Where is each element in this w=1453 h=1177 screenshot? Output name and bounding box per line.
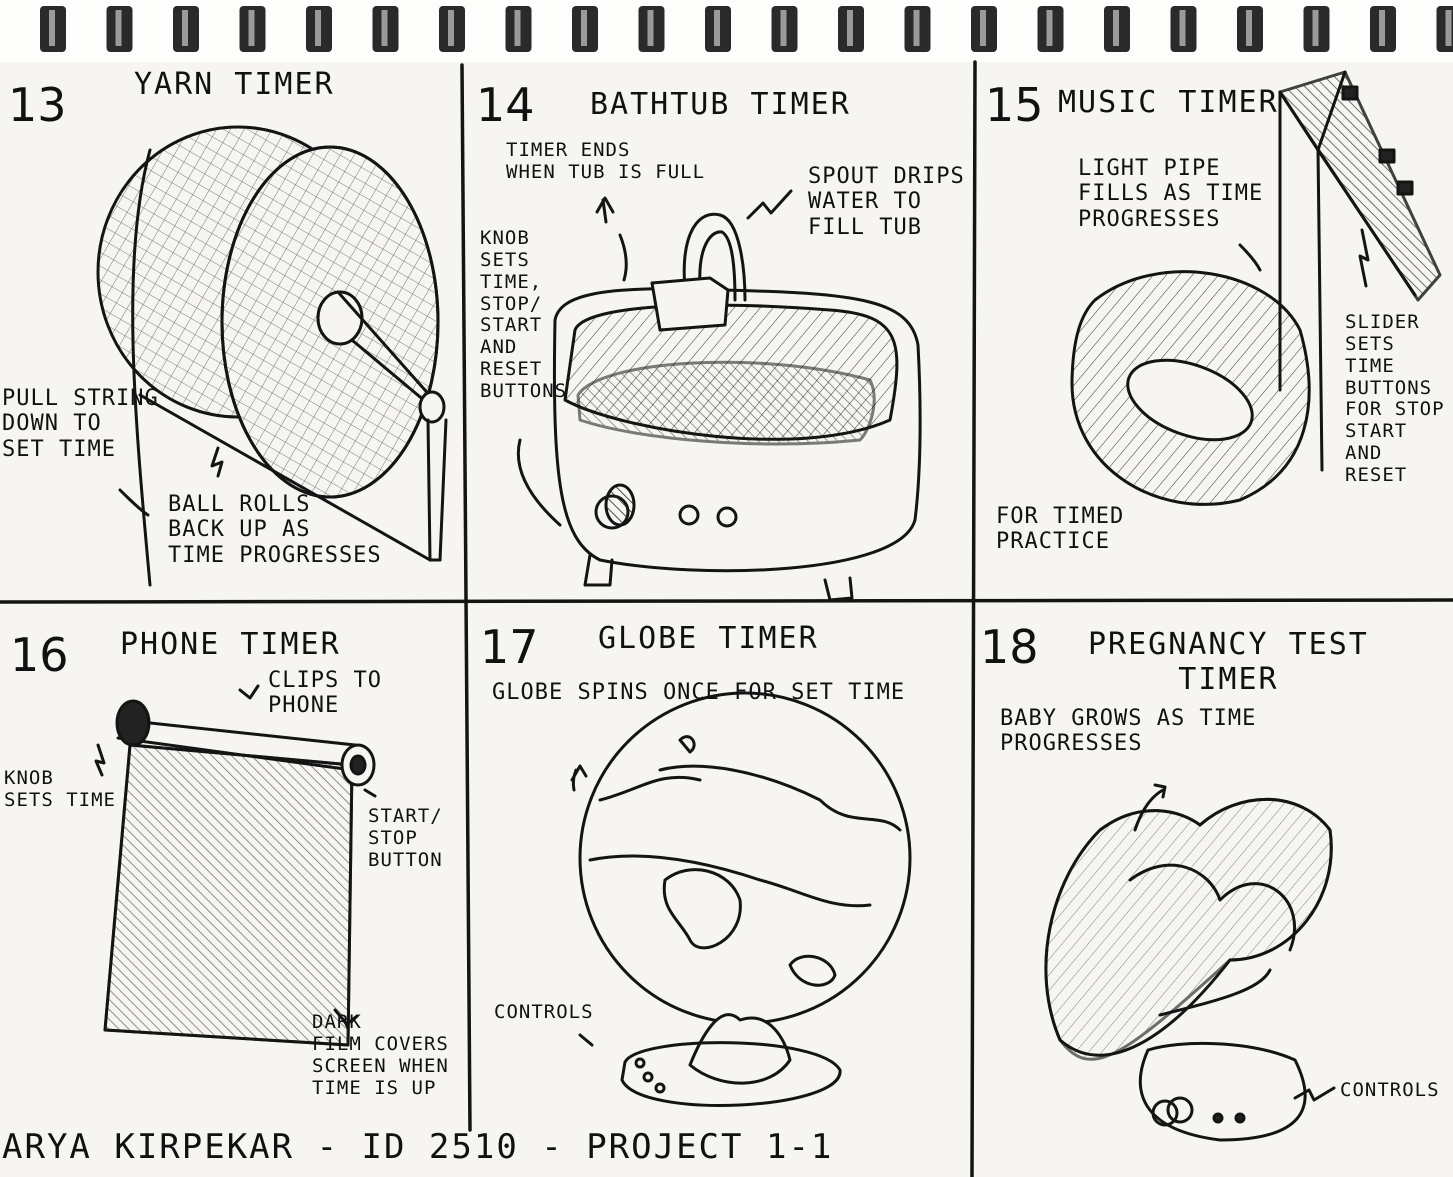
panel-18-note-controls: CONTROLS xyxy=(1340,1080,1440,1101)
panel-14-note-knob-sets: KNOB SETS TIME, STOP/ START AND RESET BU… xyxy=(480,227,568,402)
panel-15-number: 15 xyxy=(985,78,1044,132)
panel-17-number: 17 xyxy=(480,620,539,674)
bathtub-drawing xyxy=(516,189,922,602)
spiral-ring-highlight xyxy=(182,10,188,46)
panel-15-note-timed-practice: FOR TIMED PRACTICE xyxy=(996,504,1125,555)
panel-15-title: MUSIC TIMER xyxy=(1058,85,1279,120)
spiral-ring-highlight xyxy=(1379,10,1385,46)
panel-18-note-baby-grows: BABY GROWS AS TIME PROGRESSES xyxy=(1000,706,1257,757)
panel-18-number: 18 xyxy=(980,620,1039,674)
panel-18-title: PREGNANCY TEST TIMER xyxy=(1088,627,1369,697)
yarn-ball-drawing xyxy=(96,125,448,587)
panel-17-note-globe-spins: GLOBE SPINS ONCE FOR SET TIME xyxy=(492,680,906,705)
spiral-ring-highlight xyxy=(1113,10,1119,46)
globe-drawing xyxy=(570,691,912,1107)
spiral-ring-highlight xyxy=(847,10,853,46)
panel-13-note-ball-rolls: BALL ROLLS BACK UP AS TIME PROGRESSES xyxy=(168,492,382,568)
spiral-ring-highlight xyxy=(1445,10,1452,46)
spiral-ring-highlight xyxy=(448,10,454,46)
spiral-ring-highlight xyxy=(49,10,55,46)
panel-16-note-knob: KNOB SETS TIME xyxy=(4,767,116,811)
panel-14-note-timer-ends: TIMER ENDS WHEN TUB IS FULL xyxy=(506,139,706,183)
panel-16-note-clips: CLIPS TO PHONE xyxy=(268,668,382,719)
spiral-ring-highlight xyxy=(980,10,986,46)
panel-14-note-spout-drips: SPOUT DRIPS WATER TO FILL TUB xyxy=(808,164,965,240)
panel-13-note-pull-string: PULL STRING DOWN TO SET TIME xyxy=(2,386,159,462)
spiral-ring-highlight xyxy=(115,10,122,46)
panel-16-number: 16 xyxy=(10,628,69,682)
spiral-binding xyxy=(0,0,1453,62)
panel-17-note-controls: CONTROLS xyxy=(494,1001,594,1023)
spiral-ring-highlight xyxy=(913,10,920,46)
spiral-ring-highlight xyxy=(1246,10,1252,46)
author-signature: ARYA KIRPEKAR - ID 2510 - PROJECT 1-1 xyxy=(2,1127,834,1167)
panel-16-note-start-stop: START/ STOP BUTTON xyxy=(368,805,443,871)
music-note-drawing xyxy=(1070,70,1442,506)
panel-14-number: 14 xyxy=(476,78,535,132)
spiral-ring-highlight xyxy=(1312,10,1319,46)
spiral-ring-highlight xyxy=(1179,10,1186,46)
panel-16-note-dark-film: DARK FILM COVERS SCREEN WHEN TIME IS UP xyxy=(312,1011,449,1099)
phone-clip-drawing xyxy=(94,684,377,1047)
panel-13-number: 13 xyxy=(8,78,67,132)
spiral-ring-highlight xyxy=(248,10,255,46)
panel-15-note-slider: SLIDER SETS TIME BUTTONS FOR STOP START … xyxy=(1345,312,1445,486)
spiral-ring-highlight xyxy=(714,10,720,46)
pregnancy-timer-drawing xyxy=(1044,783,1336,1142)
spiral-ring-highlight xyxy=(1046,10,1053,46)
spiral-ring-highlight xyxy=(647,10,654,46)
panel-16-title: PHONE TIMER xyxy=(120,627,341,662)
spiral-ring-highlight xyxy=(780,10,787,46)
spiral-ring-highlight xyxy=(381,10,388,46)
panel-13-title: YARN TIMER xyxy=(134,67,335,102)
spiral-ring-highlight xyxy=(581,10,587,46)
panel-15-note-light-pipe: LIGHT PIPE FILLS AS TIME PROGRESSES xyxy=(1078,156,1264,232)
spiral-ring-highlight xyxy=(315,10,321,46)
panel-17-title: GLOBE TIMER xyxy=(598,621,819,656)
panel-grid xyxy=(0,60,1453,1177)
spiral-ring-highlight xyxy=(514,10,521,46)
panel-14-title: BATHTUB TIMER xyxy=(590,87,851,122)
